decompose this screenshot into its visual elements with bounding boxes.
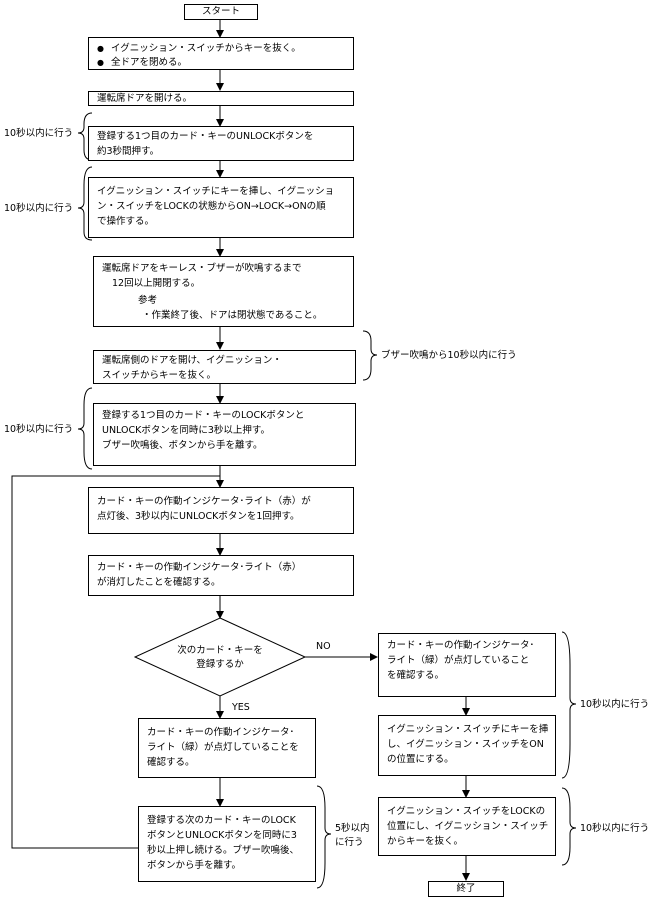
step-yes-green-light-check: カード・キーの作動インジケータ･ ライト（緑）が点灯していることを 確認する。 [138, 718, 316, 778]
no-label: NO [316, 641, 331, 652]
step-press-lock-unlock-3s: 登録する1つ目のカード・キーのLOCKボタンと UNLOCKボタンを同時に3秒以… [93, 403, 356, 466]
yes-label: YES [232, 702, 250, 713]
timing-note-3: 10秒以内に行う [4, 424, 74, 435]
step-remove-key-close-doors: イグニッション・スイッチからキーを抜く。 全ドアを閉める。 [88, 37, 354, 70]
start-terminal: スタート [184, 4, 258, 20]
note-title: 参考 [138, 295, 158, 306]
step-no-green-light-check: カード・キーの作動インジケータ･ ライト（緑）が点灯していること を確認する。 [378, 633, 556, 697]
end-terminal: 終了 [428, 881, 504, 897]
decision-text: 次のカード・キーを 登録するか [177, 645, 263, 670]
step-yes-register-next-key: 登録する次のカード・キーのLOCK ボタンとUNLOCKボタンを同時に3 秒以上… [138, 806, 316, 882]
step1-line-2: 全ドアを閉める。 [97, 56, 345, 70]
step-ignition-sequence: イグニッション・スイッチにキーを挿し、イグニッショ ン・スイッチをLOCKの状態… [88, 177, 354, 238]
timing-note-5s: 5秒以内 に行う [335, 823, 370, 848]
step-red-light-off: カード・キーの作動インジケータ･ライト（赤） が消灯したことを確認する。 [88, 555, 354, 596]
end-label: 終了 [456, 883, 476, 894]
timing-note-5: 10秒以内に行う [580, 823, 650, 834]
step-open-close-door-12-times: 運転席ドアをキーレス・ブザーが吹鳴するまで 12回以上開閉する。 参考 ・作業終… [93, 256, 354, 327]
timing-note-4: 10秒以内に行う [580, 699, 650, 710]
timing-note-buzzer: ブザー吹鳴から10秒以内に行う [381, 350, 517, 361]
step-open-driver-door: 運転席ドアを開ける。 [88, 91, 354, 106]
note-text: ・作業終了後、ドアは閉状態であること。 [142, 310, 323, 321]
step1-line-1: イグニッション・スイッチからキーを抜く。 [97, 42, 345, 56]
start-label: スタート [201, 6, 240, 17]
timing-note-1: 10秒以内に行う [4, 128, 74, 139]
timing-note-2: 10秒以内に行う [4, 203, 74, 214]
step-open-door-remove-key: 運転席側のドアを開け、イグニッション・ スイッチからキーを抜く。 [93, 350, 356, 384]
step-no-ignition-lock-remove-key: イグニッション・スイッチをLOCKの 位置にし、イグニッション・スイッチ からキ… [378, 797, 556, 856]
step-press-unlock-3s: 登録する1つ目のカード・キーのUNLOCKボタンを 約3秒間押す。 [88, 126, 354, 161]
step2-text: 運転席ドアを開ける。 [97, 93, 193, 104]
step-red-light-press-unlock: カード・キーの作動インジケータ･ライト（赤）が 点灯後、3秒以内にUNLOCKボ… [88, 487, 354, 534]
step-no-ignition-on: イグニッション・スイッチにキーを挿 し、イグニッション・スイッチをON の位置に… [378, 715, 556, 776]
